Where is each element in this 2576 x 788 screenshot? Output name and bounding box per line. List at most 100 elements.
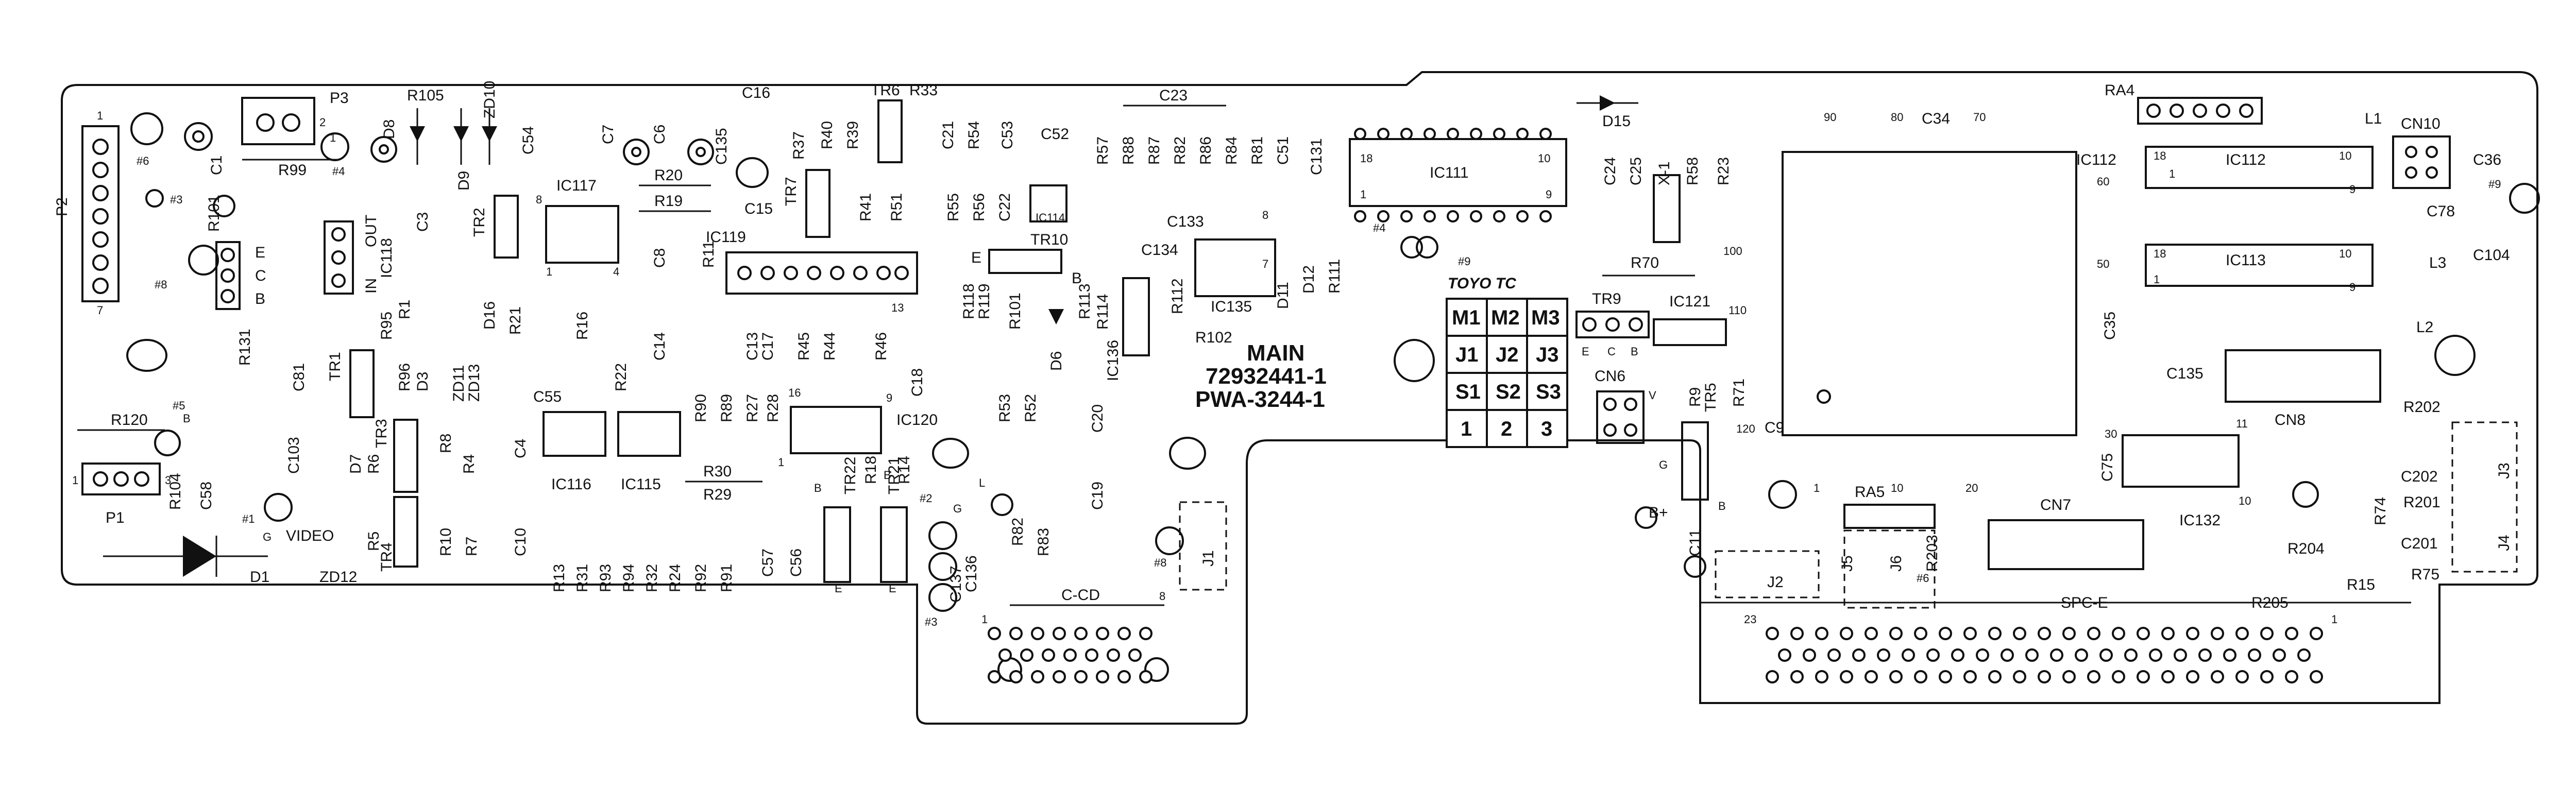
mounting-hole [736, 157, 769, 188]
coil-inductor [928, 521, 957, 612]
connector-pin [1107, 648, 1120, 662]
connector-pin [1877, 648, 1890, 662]
connector-pin [2149, 648, 2162, 662]
connector-pin [1815, 670, 1828, 683]
connector-pin [1889, 670, 1903, 683]
ic117-pin1: 1 [546, 265, 552, 278]
qfp-pin60: 60 [2097, 175, 2109, 188]
r14-label: R14 [896, 456, 913, 484]
connector-pin [1020, 648, 1033, 662]
r16-label: R16 [574, 312, 591, 340]
zd13-label: ZD13 [466, 364, 483, 402]
c52-label: C52 [1041, 126, 1069, 143]
connector-pin [1914, 627, 1927, 640]
connector-pin [1096, 670, 1109, 683]
out-label: OUT [363, 215, 380, 247]
num-120: 120 [1736, 422, 1755, 435]
spce-pin23: 23 [1744, 613, 1756, 626]
r94-label: R94 [620, 564, 637, 592]
ic113-pin10: 10 [2339, 247, 2351, 260]
j1-label: J1 [1200, 550, 1217, 567]
test-point [188, 245, 219, 276]
j3-label: J3 [2496, 462, 2513, 479]
qfp-pin30: 30 [2105, 427, 2117, 440]
tr-bce-label: E [255, 244, 265, 261]
c131-label: C131 [1308, 138, 1325, 175]
connector-pin [2211, 670, 2224, 683]
ic120-pin9: 9 [886, 391, 892, 404]
jumper-matrix [1446, 298, 1568, 448]
ic114-package [1029, 184, 1067, 222]
r6-label: R6 [365, 454, 382, 474]
c15-label: C15 [744, 200, 773, 217]
connector-pin [1042, 648, 1055, 662]
regulator-ic118 [324, 220, 354, 295]
c6-label: C6 [651, 125, 668, 144]
connector-pin [988, 627, 1001, 640]
r24-label: R24 [667, 564, 684, 592]
c135b-label: C135 [2166, 365, 2204, 382]
r88-label: R88 [1120, 136, 1137, 165]
r56-label: R56 [971, 193, 988, 221]
connector-cn10 [2392, 135, 2451, 189]
connector-p1 [81, 462, 161, 495]
cn10-label: CN10 [2401, 115, 2441, 132]
c4-label: C4 [512, 439, 529, 458]
r8-label: R8 [437, 434, 454, 453]
board-title: MAIN [1247, 340, 1304, 366]
j5-label: J5 [1839, 555, 1856, 572]
tp-label: #3 [170, 193, 182, 206]
tr9-label: TR9 [1592, 290, 1621, 307]
connector-pin [2186, 670, 2199, 683]
ic117-label: IC117 [556, 177, 597, 194]
r28-label: R28 [765, 394, 782, 422]
c11-label: C11 [1687, 529, 1704, 556]
c3-label: C3 [414, 212, 431, 232]
r5-label: R5 [365, 532, 382, 551]
qfp-pin1: 1 [1814, 482, 1820, 494]
r39-label: R39 [844, 121, 861, 149]
b-label3: B [814, 482, 822, 494]
ic113-pin9: 9 [2349, 281, 2355, 294]
ic132-package [2122, 434, 2240, 488]
tp-label: #8 [155, 278, 167, 291]
r15-label: R15 [2347, 576, 2375, 593]
tr9-b: B [1631, 345, 1638, 358]
c18-label: C18 [909, 368, 926, 397]
hole-label: #9 [2488, 178, 2501, 191]
connector-pin [2112, 627, 2125, 640]
connector-pin [2137, 670, 2150, 683]
r202-label: R202 [2403, 399, 2441, 416]
r37-label: R37 [790, 131, 807, 160]
board-part-number: 72932441-1 [1206, 364, 1327, 389]
connector-pin [2038, 670, 2051, 683]
tr7-pads [805, 169, 831, 238]
c7-label: C7 [600, 125, 617, 144]
b-label: B [1718, 500, 1726, 512]
connector-p2 [81, 125, 120, 302]
p3-pin2: 2 [319, 116, 326, 129]
c13-label: C13 [744, 332, 761, 361]
r201-label: R201 [2403, 494, 2441, 511]
connector-pin [1963, 627, 1977, 640]
ic135-package [1194, 238, 1276, 297]
connector-pin [1009, 670, 1023, 683]
ic121-package [1653, 318, 1727, 346]
d7-label: D7 [347, 454, 364, 474]
logo-text: TOYO TC [1448, 275, 1517, 292]
tr2-pads [494, 195, 519, 259]
l-label: L [979, 476, 985, 489]
connector-pin [2211, 627, 2224, 640]
connector-pin [1939, 670, 1952, 683]
connector-pin [2075, 648, 2088, 662]
d8-label: D8 [381, 119, 398, 139]
r86-label: R86 [1197, 136, 1214, 165]
connector-pin [1988, 670, 2002, 683]
b-label4: B [884, 469, 891, 482]
connector-pin [1053, 670, 1066, 683]
ic132-pin11: 11 [2236, 417, 2248, 430]
connector-pin [1074, 670, 1088, 683]
r23-label: R23 [1715, 157, 1732, 185]
test-point [320, 132, 349, 161]
r55-label: R55 [945, 193, 962, 221]
